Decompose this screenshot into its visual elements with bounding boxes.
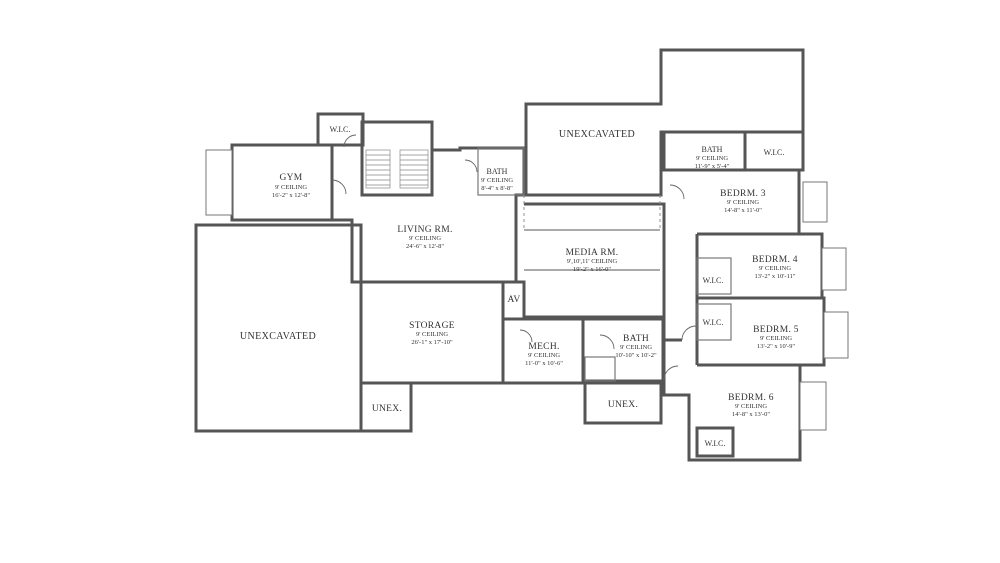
- room-ceiling: 9' CEILING: [528, 352, 560, 359]
- room-size: 8'-4" x 8'-8": [481, 185, 513, 192]
- room-gym: GYM 9' CEILING 16'-2" x 12'-8": [272, 173, 310, 199]
- room-size: 11'-0" x 10'-6": [525, 360, 563, 367]
- room-bedrm-5: BEDRM. 5 9' CEILING 13'-2" x 10'-9": [753, 325, 799, 350]
- room-name: UNEX.: [372, 404, 402, 414]
- room-name: BEDRM. 3: [720, 189, 766, 199]
- room-ceiling: 9' CEILING: [696, 155, 728, 162]
- room-size: 14'-8" x 11'-0": [724, 207, 762, 214]
- room-ceiling: 9' CEILING: [735, 403, 767, 410]
- room-size: 24'-6" x 12'-8": [406, 243, 444, 250]
- room-media: MEDIA RM. 9',10',11' CEILING 19'-2" x 16…: [566, 248, 619, 273]
- room-size: 10'-10" x 10'-2": [615, 352, 657, 359]
- room-mech: MECH. 9' CEILING 11'-0" x 10'-6": [525, 342, 563, 367]
- room-bath-2: BATH 9' CEILING 10'-10" x 10'-2": [615, 334, 657, 359]
- room-ceiling: 9',10',11' CEILING: [567, 258, 618, 265]
- room-name: BATH: [702, 145, 723, 154]
- room-name: STORAGE: [409, 321, 455, 331]
- room-name: W.I.C.: [764, 148, 785, 157]
- room-name: W.I.C.: [703, 276, 724, 285]
- room-size: 13'-2" x 10'-9": [757, 343, 795, 350]
- room-ceiling: 9' CEILING: [275, 184, 307, 191]
- window-wells: [205, 149, 849, 431]
- room-unex-mid: UNEX.: [608, 400, 638, 410]
- room-ceiling: 9' CEILING: [416, 331, 448, 338]
- room-wic-b5: W.I.C.: [703, 318, 724, 327]
- room-unexcavated-left: UNEXCAVATED: [240, 331, 316, 342]
- room-unexcavated-top: UNEXCAVATED: [559, 129, 635, 140]
- room-bedrm-6: BEDRM. 6 9' CEILING 14'-8" x 13'-0": [728, 393, 774, 418]
- room-size: 19'-2" x 16'-0": [573, 266, 611, 273]
- room-bath-1: BATH 9' CEILING 8'-4" x 8'-8": [481, 167, 513, 192]
- room-wic-top: W.I.C.: [764, 148, 785, 157]
- room-ceiling: 9' CEILING: [481, 177, 513, 184]
- room-name: BEDRM. 6: [728, 393, 774, 403]
- room-ceiling: 9' CEILING: [409, 235, 441, 242]
- room-name: UNEXCAVATED: [240, 331, 316, 342]
- room-av: AV: [507, 295, 520, 305]
- room-name: UNEX.: [608, 400, 638, 410]
- room-name: AV: [507, 295, 520, 305]
- room-name: W.I.C.: [705, 439, 726, 448]
- dashed-lines: [523, 195, 661, 230]
- room-living: LIVING RM. 9' CEILING 24'-6" x 12'-8": [397, 225, 452, 250]
- room-ceiling: 9' CEILING: [760, 335, 792, 342]
- room-name: W.I.C.: [330, 125, 351, 134]
- room-ceiling: 9' CEILING: [727, 199, 759, 206]
- room-name: BEDRM. 5: [753, 325, 799, 335]
- room-name: UNEXCAVATED: [559, 129, 635, 140]
- room-ceiling: 9' CEILING: [620, 344, 652, 351]
- room-name: BATH: [487, 167, 508, 176]
- room-ceiling: 9' CEILING: [759, 265, 791, 272]
- room-name: BEDRM. 4: [752, 255, 798, 265]
- room-size: 13'-2" x 10'-11": [755, 273, 796, 280]
- room-unex-left: UNEX.: [372, 404, 402, 414]
- room-wic-b4: W.I.C.: [703, 276, 724, 285]
- doors: [331, 134, 697, 381]
- room-wic-gym: W.I.C.: [330, 125, 351, 134]
- room-name: MECH.: [528, 342, 559, 352]
- room-name: LIVING RM.: [397, 225, 452, 235]
- room-name: BATH: [623, 334, 649, 344]
- room-size: 11'-9" x 5'-4": [695, 163, 730, 170]
- room-size: 16'-2" x 12'-8": [272, 192, 310, 199]
- room-bedrm-4: BEDRM. 4 9' CEILING 13'-2" x 10'-11": [752, 255, 798, 280]
- room-name: MEDIA RM.: [566, 248, 619, 258]
- room-size: 14'-8" x 13'-0": [732, 411, 770, 418]
- room-name: W.I.C.: [703, 318, 724, 327]
- room-storage: STORAGE 9' CEILING 26'-1" x 17'-10": [409, 321, 455, 346]
- room-wic-b6: W.I.C.: [705, 439, 726, 448]
- room-name: GYM: [279, 173, 302, 183]
- room-bedrm-3: BEDRM. 3 9' CEILING 14'-8" x 11'-0": [720, 189, 766, 214]
- walls: [194, 48, 826, 462]
- room-bath-3: BATH 9' CEILING 11'-9" x 5'-4": [695, 145, 730, 170]
- staircase: [365, 149, 429, 189]
- room-size: 26'-1" x 17'-10": [411, 339, 453, 346]
